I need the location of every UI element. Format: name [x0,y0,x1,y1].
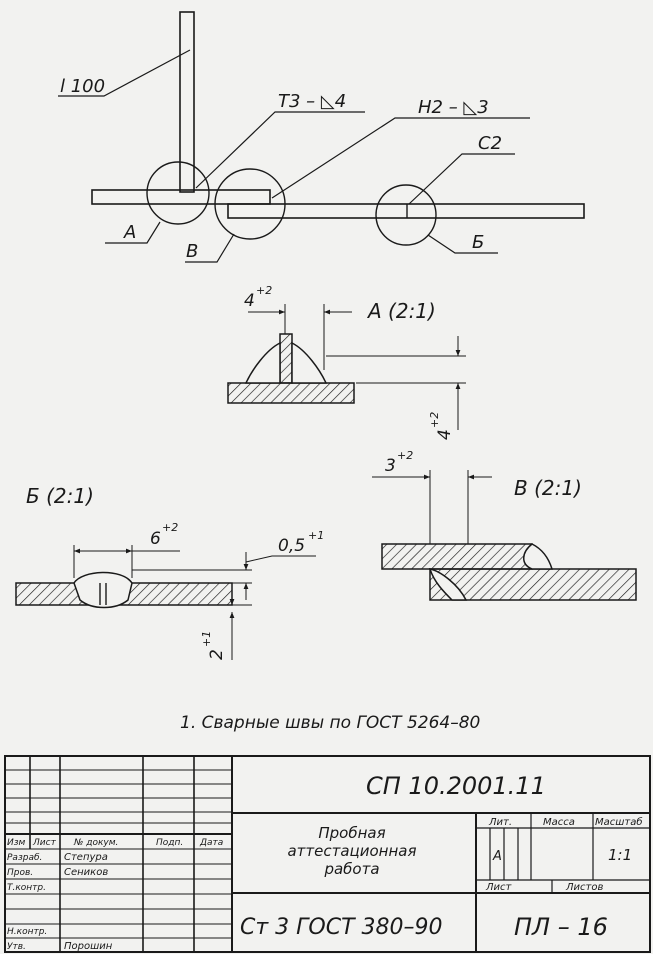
scale-value: 1:1 [608,846,632,864]
sheet-label: Лист [485,882,513,893]
leader-v [185,233,235,263]
detail-v-dim-top-tol: +2 [397,449,413,462]
detail-a-dim-side-tol: +2 [428,412,441,428]
detail-a-base-plate [227,382,355,404]
work-title-line-3: работа [323,860,379,878]
t3-weld-label: Т3 – ◺4 [278,91,346,112]
detail-a-dim-top: 4 [244,291,255,311]
detail-a: 4 +2 А (2:1) 4 +2 [227,284,466,440]
detail-v-lower-plate [429,568,637,601]
right-horizontal-plate [227,203,585,219]
role-approved: Утв. [7,942,26,952]
detail-v-lower-fillet [428,568,468,601]
detail-b-title: Б (2:1) [26,484,94,508]
header-date: Дата [199,838,223,848]
leader-n2 [271,117,530,199]
detail-b-weld-bead [73,571,133,609]
detail-b-dim-gap-tol: +1 [308,529,324,542]
role-norm-control: Н.контр. [7,927,47,937]
detail-b-dim-top: 6 [150,529,161,549]
header-list: Лист [32,838,57,848]
name-approved: Порошин [64,941,113,952]
sheets-label: Листов [565,882,603,893]
detail-a-title: А (2:1) [366,299,436,323]
detail-v-dim-top: 3 [385,456,396,476]
callout-circle-b [375,184,437,246]
detail-a-left-fillet [244,341,281,384]
callout-v-label: В [186,241,198,262]
detail-a-right-fillet [291,341,328,384]
detail-b: Б (2:1) 6 +2 0,5 +1 2 +1 [15,484,324,660]
document-code: СП 10.2001.11 [366,772,546,800]
callout-circle-v [214,168,286,240]
name-developer: Степура [64,852,108,863]
name-checker: Сеников [64,867,108,878]
role-checker: Пров. [7,868,33,878]
work-title-line-1: Пробная [318,824,385,842]
lit-value: А [492,849,502,864]
detail-b-dim-side-tol: +1 [200,631,213,647]
detail-v-upper-plate [381,543,533,570]
organization-code: ПЛ – 16 [514,913,608,941]
lit-label: Лит. [488,817,512,828]
mass-label: Масса [543,817,575,828]
material-spec: Ст 3 ГОСТ 380–90 [240,915,443,940]
role-developer: Разраб. [7,853,42,863]
header-doc-number: № докум. [73,838,118,848]
vertical-plate [179,11,195,193]
header-signature: Подп. [156,838,183,848]
callout-b-label: Б [472,232,484,253]
weld-standard-note: 1. Сварные швы по ГОСТ 5264–80 [180,713,480,733]
length-label: l 100 [60,76,105,97]
detail-b-dim-gap: 0,5 [278,536,305,556]
callout-circle-a [146,161,210,225]
work-title-line-2: аттестационная [287,842,416,860]
assembly-view: l 100 Т3 – ◺4 Н2 – ◺3 С2 А В Б [58,11,585,263]
leader-b [427,234,498,254]
scale-label: Масштаб [595,816,643,828]
leader-length [58,49,191,97]
leader-a [105,221,161,244]
detail-b-dim-top-tol: +2 [162,521,178,534]
detail-a-stem [279,333,293,384]
callout-a-label: А [123,222,136,243]
left-horizontal-plate [91,189,271,205]
detail-b-dim-side: 2 [207,649,227,660]
c2-weld-label: С2 [478,133,502,154]
n2-weld-label: Н2 – ◺3 [418,97,489,118]
detail-a-dim-top-tol: +2 [256,284,272,297]
detail-v-upper-fillet [523,543,554,570]
leader-c2 [408,153,515,205]
leader-t3 [195,111,365,189]
role-tech-control: Т.контр. [7,883,46,893]
detail-v-title: В (2:1) [514,476,582,500]
header-izm: Изм [7,838,26,848]
title-block: Изм Лист № докум. Подп. Дата Разраб. Про… [4,755,651,953]
detail-a-dim-side: 4 [435,429,455,440]
detail-v: В (2:1) 3 +2 [372,449,637,601]
